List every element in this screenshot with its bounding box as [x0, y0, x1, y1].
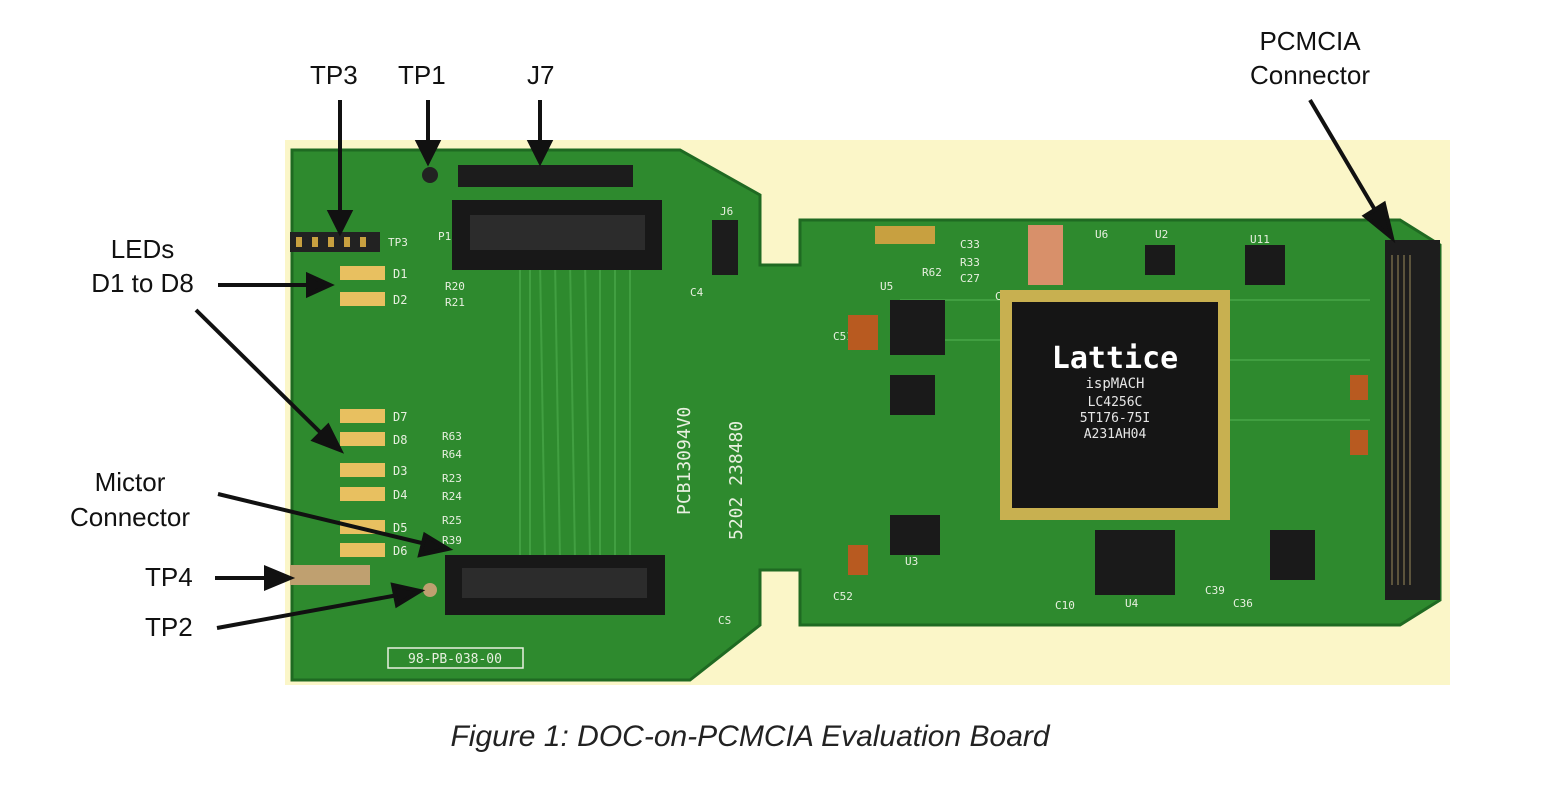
j7-callout: J7: [527, 60, 555, 90]
chip-lot: A231AH04: [1084, 427, 1147, 442]
pcmcia-connector: [1385, 240, 1440, 600]
tp2-pin: [423, 583, 437, 597]
pcb-serial: 5202 238480: [726, 421, 747, 540]
ref-label: U3: [905, 555, 918, 568]
ref-label: U2: [1155, 228, 1168, 241]
leds-callout-line1: LEDs: [110, 234, 175, 264]
u4-chip: [1095, 530, 1175, 595]
pcmcia-callout-line2: Connector: [1250, 60, 1370, 90]
tp4-header: [290, 565, 370, 585]
capacitors: [848, 315, 1368, 575]
tp3-header: [290, 232, 380, 252]
ref-label: U6: [1095, 228, 1108, 241]
chip-part: LC4256C: [1088, 395, 1143, 410]
ref-label: R39: [442, 534, 462, 547]
ref-label: C27: [960, 272, 980, 285]
figure-caption: Figure 1: DOC-on-PCMCIA Evaluation Board: [450, 720, 1050, 753]
callout-arrows: [194, 98, 1396, 630]
led-label: D1: [393, 267, 407, 281]
pcmcia-pins: [1391, 255, 1411, 585]
led-label: D8: [393, 433, 407, 447]
ref-label: R62: [922, 266, 942, 279]
ref-label: C4: [690, 286, 704, 299]
mictor-callout-line2: Connector: [70, 502, 190, 532]
ref-label: J6: [720, 205, 733, 218]
ref-label: P1: [438, 230, 451, 243]
ref-label: R20: [445, 280, 465, 293]
chip-family: ispMACH: [1085, 376, 1144, 392]
pcb-traces: [519, 259, 1370, 561]
led-label: D3: [393, 464, 407, 478]
ref-label: U5: [880, 280, 893, 293]
ref-label: C33: [960, 238, 980, 251]
chip-code: 5T176-75I: [1080, 411, 1150, 426]
led-label: D4: [393, 488, 407, 502]
ref-label: R24: [442, 490, 462, 503]
pcmcia-callout-line1: PCMCIA: [1259, 26, 1361, 56]
ref-label: C36: [1233, 597, 1253, 610]
crystal: [875, 226, 935, 244]
ref-label: R23: [442, 472, 462, 485]
ref-label: R33: [960, 256, 980, 269]
tp4-callout: TP4: [145, 562, 193, 592]
tp3-callout: TP3: [310, 60, 358, 90]
ref-label: R63: [442, 430, 462, 443]
ref-label: C51: [833, 330, 853, 343]
ref-label: TP3: [388, 236, 408, 249]
ref-label: R21: [445, 296, 465, 309]
ic-components: [890, 245, 1315, 580]
ref-label: R64: [442, 448, 462, 461]
led-label: D2: [393, 293, 407, 307]
ref-label: U4: [1125, 597, 1139, 610]
mictor-callout-line1: Mictor: [94, 467, 166, 497]
part-label-box: [387, 647, 524, 669]
tp2-callout: TP2: [145, 612, 193, 642]
main-chip: [1012, 302, 1218, 508]
ref-label: CS: [718, 614, 731, 627]
chip-brand: Lattice: [1052, 341, 1178, 376]
ref-label: C52: [833, 590, 853, 603]
led-label: D7: [393, 410, 407, 424]
ref-label: C39: [1205, 584, 1225, 597]
ref-label: C10: [1055, 599, 1075, 612]
part-label: 98-PB-038-00: [408, 652, 502, 667]
ref-label: R25: [442, 514, 462, 527]
pcb-id: PCB13094V0: [674, 407, 695, 515]
j6-header: [712, 220, 738, 275]
j7-header: [458, 165, 633, 187]
tp1-callout: TP1: [398, 60, 446, 90]
ref-label: U11: [1250, 233, 1270, 246]
pad: [1028, 225, 1063, 285]
leds-callout-line2: D1 to D8: [91, 268, 194, 298]
led-label: D5: [393, 521, 407, 535]
tp1-pin: [422, 167, 438, 183]
led-label: D6: [393, 544, 407, 558]
header-pins: [296, 237, 366, 247]
